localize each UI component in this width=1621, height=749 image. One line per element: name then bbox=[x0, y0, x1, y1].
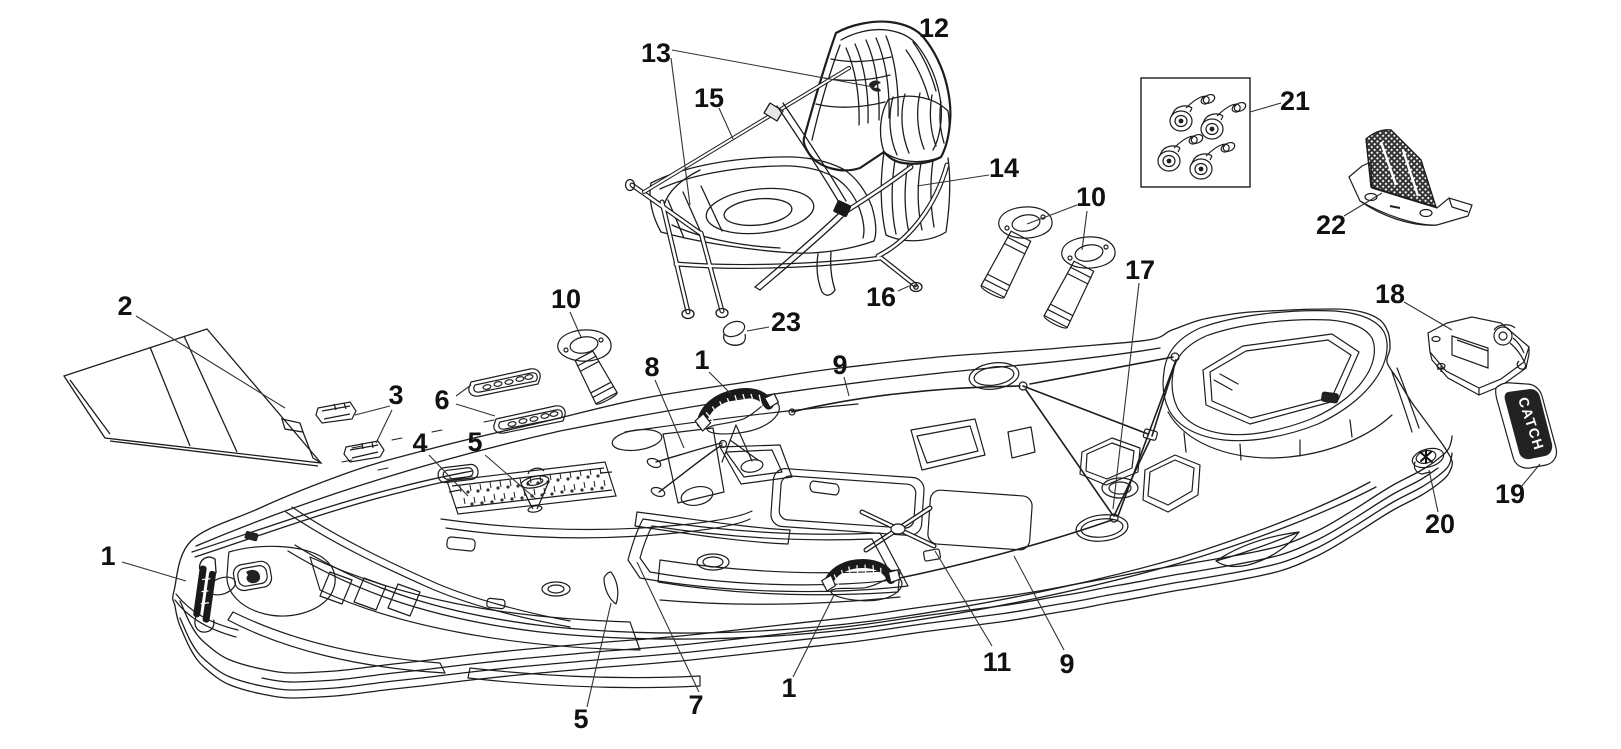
svg-text:19: 19 bbox=[1495, 479, 1525, 509]
svg-text:9: 9 bbox=[832, 350, 847, 380]
svg-text:1: 1 bbox=[781, 673, 796, 703]
svg-text:5: 5 bbox=[467, 427, 482, 457]
svg-text:8: 8 bbox=[644, 352, 659, 382]
svg-text:6: 6 bbox=[434, 385, 449, 415]
svg-text:1: 1 bbox=[694, 345, 709, 375]
svg-text:21: 21 bbox=[1280, 86, 1310, 116]
svg-text:16: 16 bbox=[866, 282, 896, 312]
svg-text:5: 5 bbox=[573, 704, 588, 734]
svg-text:18: 18 bbox=[1375, 279, 1405, 309]
svg-text:20: 20 bbox=[1425, 509, 1455, 539]
svg-text:1: 1 bbox=[100, 541, 115, 571]
svg-text:12: 12 bbox=[919, 13, 949, 43]
svg-text:17: 17 bbox=[1125, 255, 1155, 285]
svg-text:13: 13 bbox=[641, 38, 671, 68]
svg-text:10: 10 bbox=[551, 284, 581, 314]
svg-text:22: 22 bbox=[1316, 210, 1346, 240]
svg-text:4: 4 bbox=[412, 428, 427, 458]
svg-text:9: 9 bbox=[1059, 649, 1074, 679]
svg-text:11: 11 bbox=[983, 647, 1012, 677]
svg-text:23: 23 bbox=[771, 307, 801, 337]
svg-text:3: 3 bbox=[388, 380, 403, 410]
svg-text:14: 14 bbox=[989, 153, 1019, 183]
svg-text:10: 10 bbox=[1076, 182, 1106, 212]
svg-text:2: 2 bbox=[117, 291, 132, 321]
svg-text:7: 7 bbox=[688, 690, 703, 720]
